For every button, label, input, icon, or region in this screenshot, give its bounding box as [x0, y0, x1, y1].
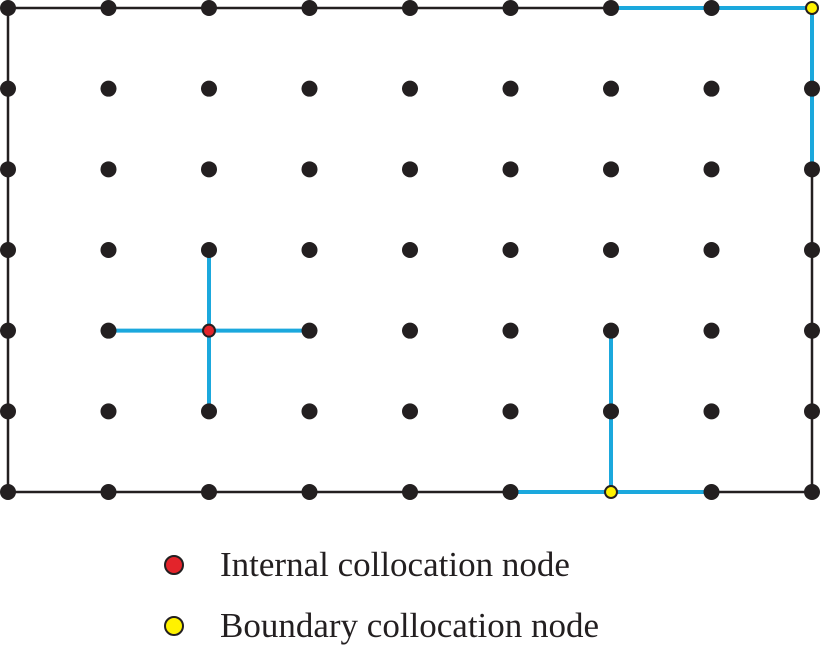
grid-node	[301, 0, 318, 16]
grid-node	[301, 322, 318, 339]
grid-node	[603, 322, 619, 339]
internal-collocation-node	[202, 323, 216, 338]
boundary-collocation-node	[805, 1, 819, 15]
grid-node	[603, 403, 619, 420]
legend-internal-label: Internal collocation node	[220, 545, 570, 584]
internal-node-marker-icon	[164, 555, 184, 575]
grid-node	[603, 242, 619, 259]
grid-node	[402, 484, 418, 501]
grid-node	[703, 242, 720, 259]
legend-boundary: Boundary collocation node	[160, 606, 720, 646]
grid-node	[0, 161, 16, 178]
collocation-grid-diagram	[0, 0, 820, 501]
grid-node	[703, 161, 720, 178]
grid-node	[0, 242, 16, 259]
legend-internal: Internal collocation node	[160, 545, 720, 585]
grid-node	[0, 80, 16, 97]
grid-node	[402, 161, 418, 178]
grid-node	[502, 161, 519, 178]
grid-node	[703, 322, 720, 339]
grid-node	[100, 322, 117, 339]
grid-node	[402, 403, 418, 420]
grid-node	[703, 403, 720, 420]
grid-node	[100, 484, 117, 501]
grid-node	[201, 403, 217, 420]
grid-node	[402, 0, 418, 16]
grid-node	[100, 403, 117, 420]
grid-node	[0, 403, 16, 420]
grid-node	[100, 242, 117, 259]
grid-node	[703, 0, 720, 16]
boundary-collocation-node	[604, 485, 618, 500]
grid-node	[0, 484, 16, 501]
grid-node	[100, 161, 117, 178]
grid-node	[201, 242, 217, 259]
grid-node	[0, 0, 16, 16]
grid-node	[804, 242, 820, 259]
grid-node	[502, 403, 519, 420]
grid-node	[603, 161, 619, 178]
grid-node	[804, 322, 820, 339]
grid-node	[100, 0, 117, 16]
grid-node	[703, 484, 720, 501]
grid-node	[603, 80, 619, 97]
legend-boundary-label: Boundary collocation node	[220, 606, 600, 645]
grid-node	[0, 322, 16, 339]
grid-node	[804, 403, 820, 420]
grid-node	[201, 0, 217, 16]
grid-node	[201, 161, 217, 178]
grid-node	[402, 322, 418, 339]
grid-node	[301, 242, 318, 259]
grid-node	[201, 80, 217, 97]
grid-node	[502, 0, 519, 16]
grid-node	[301, 484, 318, 501]
boundary-node-marker-icon	[164, 616, 184, 636]
grid-node	[301, 403, 318, 420]
grid-node	[804, 161, 820, 178]
grid-nodes	[0, 0, 820, 501]
grid-node	[502, 322, 519, 339]
grid-node	[603, 0, 619, 16]
grid-node	[301, 80, 318, 97]
grid-node	[201, 484, 217, 501]
grid-node	[402, 242, 418, 259]
grid-node	[402, 80, 418, 97]
grid-node	[502, 80, 519, 97]
grid-node	[502, 484, 519, 501]
grid-node	[100, 80, 117, 97]
grid-node	[502, 242, 519, 259]
grid-node	[804, 484, 820, 501]
grid-node	[301, 161, 318, 178]
grid-node	[804, 80, 820, 97]
grid-node	[703, 80, 720, 97]
